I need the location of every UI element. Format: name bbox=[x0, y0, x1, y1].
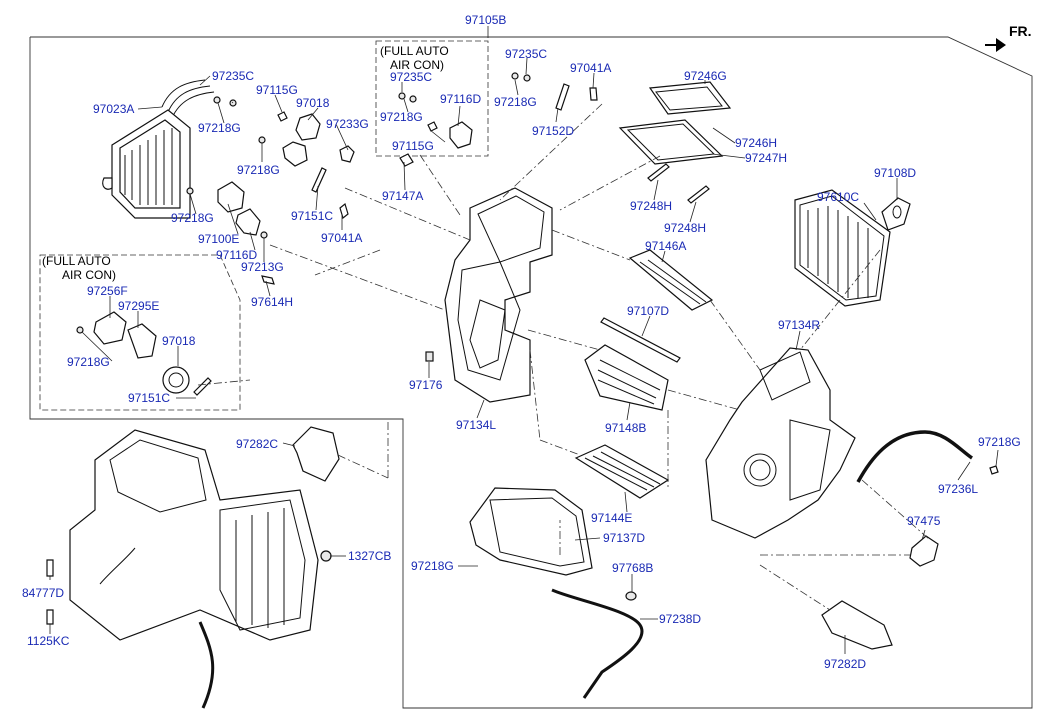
part-label: 97218G bbox=[198, 121, 241, 135]
full-auto-left-line1: (FULL AUTO bbox=[42, 254, 111, 268]
part-label: 97146A bbox=[645, 239, 686, 253]
part-label: 1327CB bbox=[348, 549, 391, 563]
part-label: 97041A bbox=[321, 231, 362, 245]
part-label: 97213G bbox=[241, 260, 284, 274]
part-label: 97151C bbox=[291, 209, 333, 223]
door-97148b bbox=[584, 344, 669, 411]
part-label: 97235C bbox=[505, 47, 547, 61]
part-label: 97248H bbox=[664, 221, 706, 235]
part-label: 97247H bbox=[745, 151, 787, 165]
part-label: 97151C bbox=[128, 391, 170, 405]
outer-frame bbox=[29, 36, 1033, 709]
part-labels: 97105B 97235C 97115G 97018 97023A 97218G… bbox=[22, 13, 1021, 671]
part-label: 97610C bbox=[817, 190, 859, 204]
part-label: 97236L bbox=[938, 482, 978, 496]
part-label: 97295E bbox=[118, 299, 159, 313]
part-label: 97018 bbox=[296, 96, 330, 110]
part-label: 97134L bbox=[456, 418, 496, 432]
part-label: 97147A bbox=[382, 189, 423, 203]
part-label: 97115G bbox=[392, 139, 434, 153]
door-97146a bbox=[628, 249, 714, 311]
part-label: 97256F bbox=[87, 284, 128, 298]
part-label: 97218G bbox=[67, 355, 110, 369]
part-label: 97148B bbox=[605, 421, 646, 435]
part-label: 97023A bbox=[93, 102, 134, 116]
duct-97282d bbox=[821, 600, 893, 650]
arrow-right-icon bbox=[985, 38, 1006, 52]
part-label: 97218G bbox=[380, 110, 423, 124]
front-indicator: FR. bbox=[985, 23, 1032, 52]
part-label: 97218G bbox=[978, 435, 1021, 449]
grommet-97475 bbox=[909, 535, 939, 567]
part-label: 97108D bbox=[874, 166, 916, 180]
cabin-filter bbox=[794, 189, 911, 307]
full-auto-box-top bbox=[375, 40, 489, 157]
part-label: 97115G bbox=[256, 83, 298, 97]
part-label: 97018 bbox=[162, 334, 196, 348]
hvac-assembly bbox=[46, 429, 332, 709]
part-label: 97116D bbox=[440, 92, 481, 106]
part-label: 97137D bbox=[603, 531, 645, 545]
part-label: 97235C bbox=[212, 69, 254, 83]
full-auto-left-line2: AIR CON) bbox=[62, 268, 116, 282]
part-label: 97614H bbox=[251, 295, 293, 309]
lower-case-97137d bbox=[469, 487, 593, 576]
part-label: 97105B bbox=[465, 13, 506, 27]
part-label: 97246H bbox=[735, 136, 777, 150]
part-label: 97152D bbox=[532, 124, 574, 138]
part-label: 97282C bbox=[236, 437, 278, 451]
part-label: 97475 bbox=[907, 514, 941, 528]
part-label: 97116D bbox=[216, 248, 257, 262]
part-label: 1125KC bbox=[27, 634, 70, 648]
part-label: 97144E bbox=[591, 511, 632, 525]
part-label: 97282D bbox=[824, 657, 866, 671]
full-auto-box-left bbox=[39, 254, 241, 411]
grommet-97768b bbox=[625, 591, 637, 601]
drain-hose bbox=[551, 588, 644, 699]
full-auto-top-line2: AIR CON) bbox=[390, 58, 444, 72]
part-label: 97041A bbox=[570, 61, 611, 75]
actuator-cluster-upper bbox=[186, 96, 355, 285]
front-label: FR. bbox=[1009, 23, 1032, 39]
part-label: 97100E bbox=[198, 232, 239, 246]
hose-97236l bbox=[856, 430, 974, 483]
bolt-97218g-right bbox=[989, 465, 999, 475]
part-label: 97218G bbox=[171, 211, 214, 225]
part-label: 84777D bbox=[22, 586, 64, 600]
part-label: 97235C bbox=[390, 70, 432, 84]
exploded-lines bbox=[197, 103, 931, 611]
part-label: 97176 bbox=[409, 378, 443, 392]
door-rod-97107d bbox=[600, 317, 681, 363]
heater-core bbox=[102, 79, 215, 219]
part-label: 97248H bbox=[630, 199, 672, 213]
actuator-cluster-top bbox=[398, 72, 598, 167]
part-label: 97233G bbox=[326, 117, 369, 131]
part-label: 97107D bbox=[627, 304, 669, 318]
actuator-cluster-left bbox=[76, 311, 212, 396]
part-label: 97134R bbox=[778, 318, 820, 332]
evaporator-97144e bbox=[574, 444, 670, 499]
case-left bbox=[425, 187, 553, 403]
leader-lines bbox=[49, 26, 999, 654]
part-label: 97218G bbox=[411, 559, 454, 573]
full-auto-top-line1: (FULL AUTO bbox=[380, 44, 449, 58]
duct-97282c bbox=[292, 426, 340, 482]
part-label: 97246G bbox=[684, 69, 727, 83]
part-label: 97768B bbox=[612, 561, 653, 575]
filter-frames bbox=[618, 81, 732, 204]
case-right bbox=[705, 347, 856, 539]
part-label: 97238D bbox=[659, 612, 701, 626]
part-label: 97218G bbox=[237, 163, 280, 177]
part-label: 97218G bbox=[494, 95, 537, 109]
